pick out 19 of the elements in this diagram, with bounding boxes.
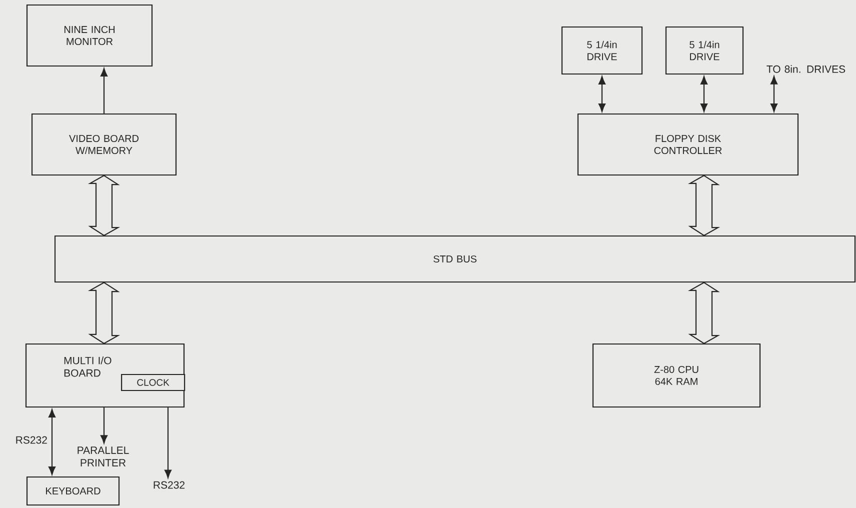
arrow [770, 76, 778, 112]
block-box: Z-80 CPU 64K RAM [592, 343, 761, 408]
arrow [700, 76, 708, 112]
block-box: 5 1/4in DRIVE [665, 26, 744, 75]
signal-text: TO 8in. DRIVES [766, 65, 846, 73]
signal-text: PARALLEL PRINTER [78, 446, 129, 466]
arrow [598, 76, 606, 112]
arrow [100, 408, 108, 444]
block-box: VIDEO BOARD W/MEMORY [31, 113, 177, 176]
clock-box: CLOCK [121, 374, 186, 392]
arrow [100, 68, 108, 114]
arrow [164, 408, 172, 478]
signal-text: RS232 [154, 481, 185, 489]
block-box: NINE INCH MONITOR [26, 4, 153, 67]
block-box: KEYBOARD [26, 476, 120, 506]
block-box: FLOPPY DISK CONTROLLER [577, 113, 799, 176]
arrow [48, 409, 56, 475]
block-box: 5 1/4in DRIVE [561, 26, 643, 75]
block-box: STD BUS [54, 235, 856, 283]
